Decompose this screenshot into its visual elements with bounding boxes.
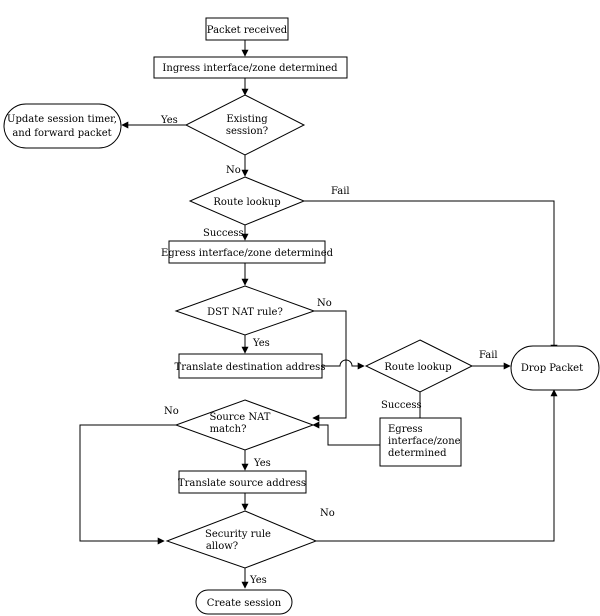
node-route-lookup-2: Route lookup (364, 339, 474, 393)
src-yes-label: Yes (253, 458, 271, 469)
update-session-box (3, 103, 122, 149)
node-egress-determined-2: Egress interface/zone determined (379, 417, 462, 467)
edge-sec-no (316, 389, 558, 542)
node-packet-received: Packet received (205, 17, 289, 41)
create-session-box (195, 589, 293, 615)
dst-yes-label: Yes (252, 338, 270, 349)
source-nat-diamond (174, 399, 315, 451)
sec-no-label: No (320, 508, 335, 519)
route-lookup-1-label: Route lookup (213, 197, 280, 208)
node-drop-packet: Drop Packet (510, 345, 600, 391)
node-egress-determined-1: Egress interface/zone determined (161, 240, 334, 264)
sec-yes-label: Yes (249, 575, 267, 586)
edge-egress2-to-srcnat (312, 421, 380, 446)
drop-packet-box (510, 345, 600, 391)
node-translate-src: Translate source address (178, 470, 307, 494)
connectors (79, 40, 558, 589)
route2-success-label: Success (381, 400, 422, 411)
node-create-session: Create session (195, 589, 293, 615)
existing-no-label: No (226, 165, 241, 176)
translate-src-label: Translate source address (178, 478, 306, 489)
edge-dst-no (312, 310, 347, 422)
source-nat-line1: Source NAT (210, 412, 271, 423)
route-lookup-1-diamond (188, 176, 306, 226)
security-rule-line1: Security rule (205, 529, 271, 540)
translate-dst-label: Translate destination address (175, 362, 326, 373)
dst-no-label: No (317, 298, 332, 309)
egress-1-label: Egress interface/zone determined (161, 248, 334, 259)
existing-session-diamond (184, 94, 306, 156)
existing-session-line1: Existing (226, 114, 268, 125)
update-session-line2: and forward packet (12, 128, 111, 139)
node-route-lookup-1: Route lookup (188, 176, 306, 226)
edge-translate-dst-to-route2 (322, 359, 365, 370)
node-security-rule: Security rule allow? (165, 510, 318, 569)
ingress-box (153, 56, 348, 79)
translate-src-box (178, 470, 307, 494)
egress-2-line2: interface/zone (388, 436, 461, 447)
node-existing-session: Existing session? (184, 94, 306, 156)
egress-1-box (168, 240, 326, 264)
src-no-label: No (164, 406, 179, 417)
route-lookup-2-diamond (364, 339, 474, 393)
security-rule-line2: allow? (206, 541, 238, 552)
node-ingress-determined: Ingress interface/zone determined (153, 56, 348, 79)
route-lookup-2-label: Route lookup (384, 362, 451, 373)
packet-received-box (205, 17, 289, 41)
egress-2-line1: Egress (388, 424, 423, 435)
edge-labels: Yes No Fail Success No Yes Fail Success … (160, 115, 498, 586)
route2-fail-label: Fail (479, 350, 498, 361)
translate-dst-box (178, 353, 323, 379)
ingress-label: Ingress interface/zone determined (162, 63, 338, 74)
security-rule-diamond (165, 510, 318, 569)
dst-nat-label: DST NAT rule? (207, 307, 283, 318)
existing-yes-label: Yes (160, 115, 178, 126)
node-translate-dst: Translate destination address (175, 353, 326, 379)
dst-nat-diamond (174, 285, 316, 336)
source-nat-line2: match? (210, 424, 247, 435)
packet-received-label: Packet received (207, 25, 288, 36)
node-update-session: Update session timer, and forward packet (3, 103, 122, 149)
route1-success-label: Success (203, 228, 244, 239)
drop-packet-label: Drop Packet (521, 363, 583, 374)
egress-2-line3: determined (388, 448, 447, 459)
egress-2-box (379, 417, 462, 467)
edge-src-no (79, 424, 176, 545)
route1-fail-label: Fail (331, 186, 350, 197)
node-source-nat-match: Source NAT match? (174, 399, 315, 451)
create-session-label: Create session (207, 598, 282, 609)
edge-route1-fail (304, 200, 558, 352)
update-session-line1: Update session timer, (7, 114, 117, 125)
node-dst-nat-rule: DST NAT rule? (174, 285, 316, 336)
existing-session-line2: session? (226, 126, 268, 137)
